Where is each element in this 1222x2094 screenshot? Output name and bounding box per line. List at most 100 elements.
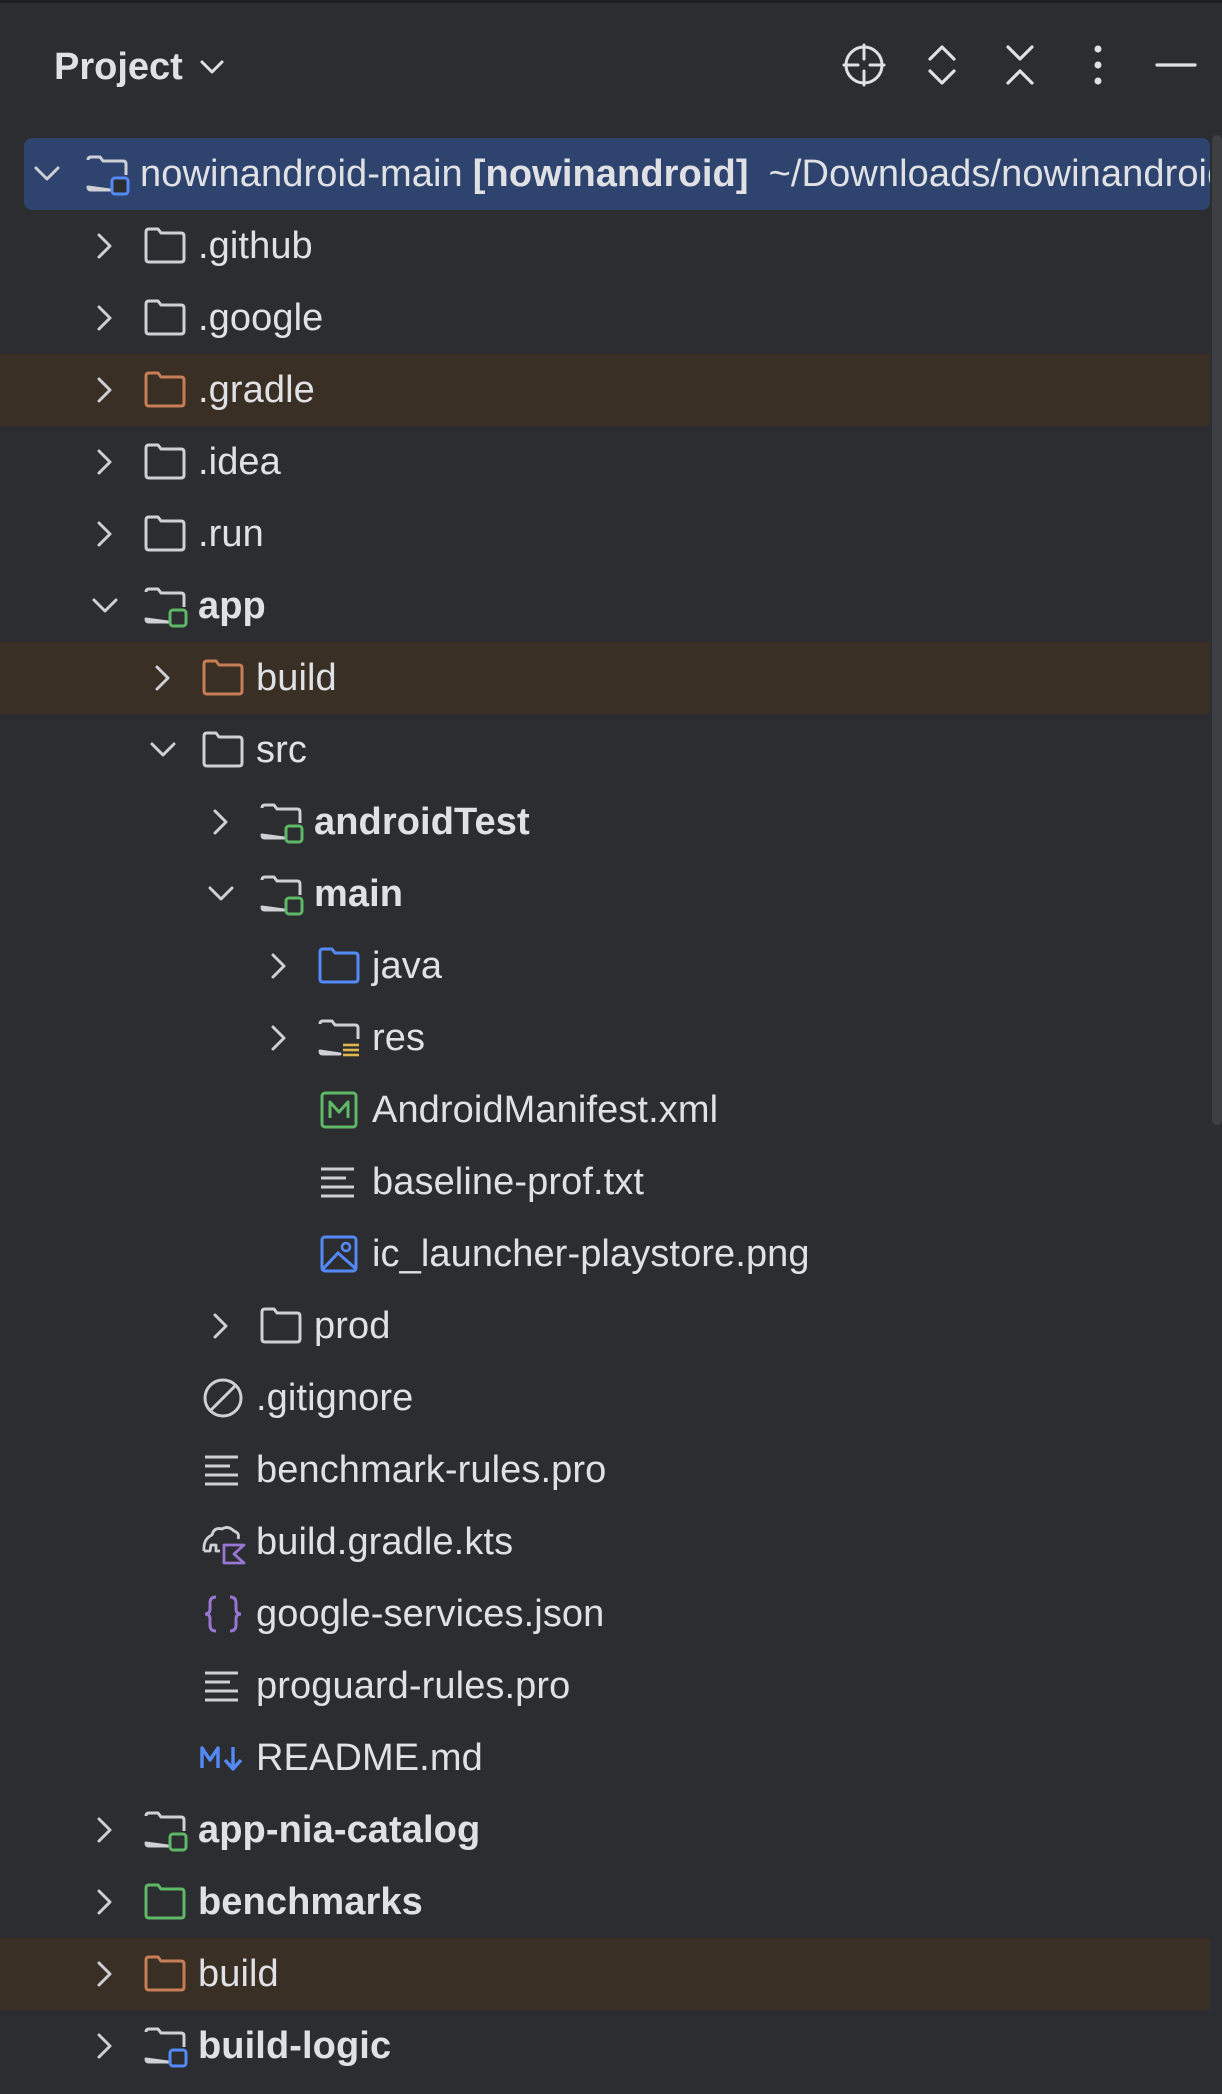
- tree-row[interactable]: java: [0, 930, 1210, 1002]
- chevron-right-icon[interactable]: [90, 447, 120, 477]
- text-file-icon: [200, 1663, 246, 1709]
- node-name: build: [256, 656, 337, 699]
- tree-row[interactable]: app: [0, 570, 1210, 642]
- folder-icon: [258, 1303, 304, 1349]
- tree-row-label: src: [256, 729, 307, 772]
- tree-row-label: build.gradle.kts: [256, 1521, 513, 1564]
- node-name: benchmarks: [198, 1880, 423, 1923]
- module-folder-green-icon: [142, 583, 188, 629]
- chevron-right-icon[interactable]: [264, 951, 294, 981]
- chevron-down-icon[interactable]: [148, 735, 178, 765]
- project-tree[interactable]: nowinandroid-main[nowinandroid]~/Downloa…: [0, 138, 1222, 2082]
- node-name: google-services.json: [256, 1592, 605, 1635]
- tree-row[interactable]: baseline-prof.txt: [0, 1146, 1210, 1218]
- markdown-file-icon: [200, 1735, 246, 1781]
- chevron-right-icon[interactable]: [148, 663, 178, 693]
- source-folder-icon: [316, 943, 362, 989]
- tree-row-label: benchmark-rules.pro: [256, 1449, 606, 1492]
- tree-row[interactable]: androidTest: [0, 786, 1210, 858]
- panel-header: Project: [0, 3, 1222, 127]
- chevron-right-icon[interactable]: [264, 1023, 294, 1053]
- chevron-right-icon[interactable]: [90, 231, 120, 261]
- tree-row-label: app: [198, 585, 266, 628]
- tree-row[interactable]: build-logic: [0, 2010, 1210, 2082]
- excluded-folder-icon: [200, 655, 246, 701]
- tree-row[interactable]: res: [0, 1002, 1210, 1074]
- vertical-scrollbar[interactable]: [1212, 135, 1222, 1125]
- node-name: .run: [198, 512, 264, 555]
- node-name: .gitignore: [256, 1376, 414, 1419]
- tree-row[interactable]: build: [0, 1938, 1210, 2010]
- chevron-down-icon[interactable]: [90, 591, 120, 621]
- node-name: build: [198, 1952, 279, 1995]
- folder-icon: [142, 223, 188, 269]
- node-name: res: [372, 1016, 426, 1059]
- node-name: benchmark-rules.pro: [256, 1448, 607, 1491]
- chevron-right-icon[interactable]: [90, 1815, 120, 1845]
- tree-row[interactable]: .run: [0, 498, 1210, 570]
- tree-row-label: build-logic: [198, 2025, 391, 2068]
- tree-row[interactable]: .gitignore: [0, 1362, 1210, 1434]
- node-name: build-logic: [198, 2024, 392, 2067]
- collapse-all-icon: [1000, 41, 1040, 89]
- options-button[interactable]: [1068, 35, 1128, 95]
- tree-row[interactable]: build: [0, 642, 1210, 714]
- tree-row[interactable]: .gradle: [0, 354, 1210, 426]
- hide-panel-button[interactable]: [1146, 35, 1206, 95]
- node-name: .gradle: [198, 368, 315, 411]
- expand-collapse-icon: [922, 41, 962, 89]
- folder-icon: [142, 295, 188, 341]
- tree-row[interactable]: .google: [0, 282, 1210, 354]
- locate-button[interactable]: [834, 35, 894, 95]
- chevron-down-icon[interactable]: [32, 159, 62, 189]
- project-view-selector[interactable]: Project: [54, 41, 225, 93]
- tree-row[interactable]: src: [0, 714, 1210, 786]
- node-name: README.md: [256, 1736, 483, 1779]
- tree-row[interactable]: .github: [0, 210, 1210, 282]
- excluded-folder-icon: [142, 1951, 188, 1997]
- tree-row-label: java: [372, 945, 442, 988]
- tree-row-label: .gradle: [198, 369, 315, 412]
- node-name: build.gradle.kts: [256, 1520, 514, 1563]
- node-name: main: [314, 872, 404, 915]
- chevron-right-icon[interactable]: [90, 2031, 120, 2061]
- expand-selected-button[interactable]: [912, 35, 972, 95]
- tree-row[interactable]: benchmark-rules.pro: [0, 1434, 1210, 1506]
- chevron-right-icon[interactable]: [90, 375, 120, 405]
- tree-row[interactable]: AndroidManifest.xml: [0, 1074, 1210, 1146]
- chevron-down-icon[interactable]: [206, 879, 236, 909]
- tree-row[interactable]: proguard-rules.pro: [0, 1650, 1210, 1722]
- tree-row[interactable]: ic_launcher-playstore.png: [0, 1218, 1210, 1290]
- json-file-icon: [200, 1591, 246, 1637]
- tree-row[interactable]: nowinandroid-main[nowinandroid]~/Downloa…: [0, 138, 1210, 210]
- tree-row[interactable]: README.md: [0, 1722, 1210, 1794]
- tree-row[interactable]: app-nia-catalog: [0, 1794, 1210, 1866]
- manifest-file-icon: [316, 1087, 362, 1133]
- chevron-right-icon[interactable]: [90, 1959, 120, 1989]
- tree-row[interactable]: .idea: [0, 426, 1210, 498]
- chevron-right-icon[interactable]: [206, 807, 236, 837]
- chevron-right-icon[interactable]: [206, 1311, 236, 1341]
- chevron-right-icon[interactable]: [90, 519, 120, 549]
- chevron-right-icon[interactable]: [90, 1887, 120, 1917]
- tree-row[interactable]: build.gradle.kts: [0, 1506, 1210, 1578]
- collapse-all-button[interactable]: [990, 35, 1050, 95]
- tree-row-label: google-services.json: [256, 1593, 604, 1636]
- node-name: nowinandroid-main: [140, 152, 463, 195]
- tree-row-label: nowinandroid-main[nowinandroid]~/Downloa…: [140, 153, 1210, 196]
- tree-row[interactable]: google-services.json: [0, 1578, 1210, 1650]
- image-file-icon: [316, 1231, 362, 1277]
- folder-icon: [200, 727, 246, 773]
- panel-title: Project: [54, 45, 183, 88]
- gradle-kotlin-file-icon: [200, 1519, 246, 1565]
- node-name: AndroidManifest.xml: [372, 1088, 719, 1131]
- tree-row[interactable]: prod: [0, 1290, 1210, 1362]
- tree-row[interactable]: benchmarks: [0, 1866, 1210, 1938]
- project-name: [nowinandroid]: [472, 152, 749, 195]
- node-name: .idea: [198, 440, 281, 483]
- chevron-right-icon[interactable]: [90, 303, 120, 333]
- tree-row[interactable]: main: [0, 858, 1210, 930]
- node-name: .github: [198, 224, 313, 267]
- hide-panel-icon: [1155, 60, 1197, 70]
- node-name: prod: [314, 1304, 391, 1347]
